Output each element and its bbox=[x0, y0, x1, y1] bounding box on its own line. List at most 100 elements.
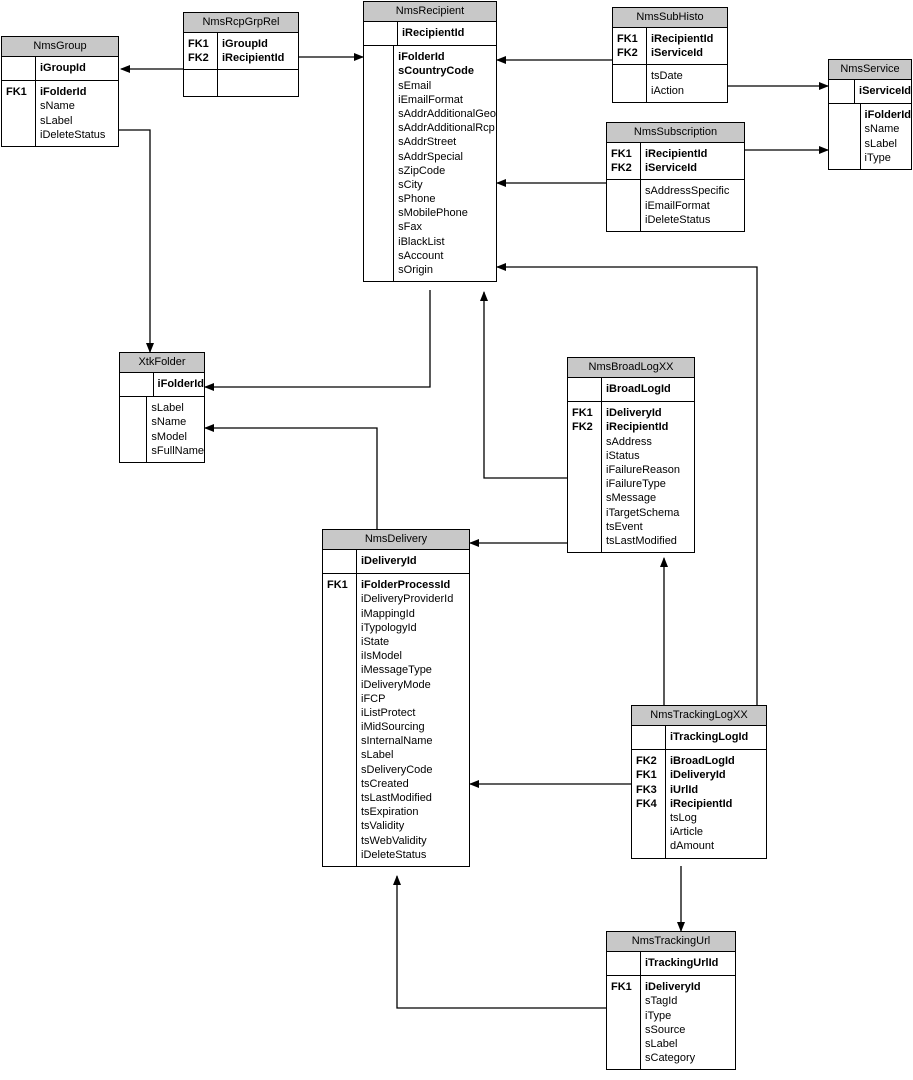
field-name: sFullName bbox=[151, 444, 204, 457]
field-name: sInternalName bbox=[361, 735, 433, 748]
edge-group-to-folder bbox=[118, 129, 154, 353]
field-name: iFolderProcessId bbox=[361, 579, 451, 592]
edge-trackinglog-to-recipient bbox=[496, 263, 758, 705]
field-name: sName bbox=[151, 416, 187, 429]
field-name: iRecipientId bbox=[670, 797, 733, 810]
field-name: iGroupId bbox=[222, 38, 268, 50]
primary-key-field: iServiceId bbox=[859, 85, 911, 97]
field-name: iListProtect bbox=[361, 706, 416, 719]
field-name: sOrigin bbox=[398, 264, 433, 276]
table-title: NmsTrackingUrl bbox=[607, 932, 735, 952]
field-name: iDeleteStatus bbox=[40, 128, 106, 141]
field-name: iRecipientId bbox=[651, 33, 714, 45]
field-name: iBlackList bbox=[398, 235, 445, 248]
edge-broadlog-to-recipient bbox=[480, 291, 567, 479]
field-name: tsEvent bbox=[606, 520, 643, 533]
field-name: iMappingId bbox=[361, 607, 415, 620]
key-column bbox=[613, 65, 647, 102]
field-name: iDeliveryMode bbox=[361, 678, 431, 691]
primary-key-field: iRecipientId bbox=[402, 27, 465, 39]
field-name: iRecipientId bbox=[645, 148, 708, 160]
field-name: dAmount bbox=[670, 840, 715, 853]
field-column: iBroadLogId bbox=[602, 378, 694, 401]
field-name: iRecipientId bbox=[222, 52, 285, 65]
field-name: sLabel bbox=[361, 749, 394, 762]
field-column: iServiceId bbox=[855, 80, 911, 103]
field-name: sCategory bbox=[645, 1052, 696, 1065]
field-name: iFolderId bbox=[40, 86, 87, 99]
foreign-key-label: FK1 bbox=[617, 33, 638, 45]
field-name: iType bbox=[864, 151, 891, 164]
field-name: sLabel bbox=[40, 114, 73, 127]
field-name: tsLastModified bbox=[606, 534, 677, 547]
primary-key-section: iTrackingUrlId bbox=[607, 952, 735, 977]
field-name: sAddrAdditionalRcp bbox=[398, 122, 495, 135]
field-column: iFolderId bbox=[154, 373, 204, 396]
field-name: iDeliveryId bbox=[606, 407, 662, 420]
key-column bbox=[120, 397, 148, 462]
table-title: NmsRecipient bbox=[364, 2, 496, 22]
field-name: sLabel bbox=[151, 402, 184, 415]
field-name: iFailureReason bbox=[606, 463, 680, 476]
field-name: tsValidity bbox=[361, 820, 405, 833]
field-name: sAddressSpecific bbox=[645, 185, 730, 198]
primary-key-section: iBroadLogId bbox=[568, 378, 694, 403]
field-name: iRecipientId bbox=[606, 421, 669, 434]
field-column: iRecipientId bbox=[398, 22, 496, 45]
key-column bbox=[829, 80, 856, 104]
field-name: tsLastModified bbox=[361, 792, 432, 804]
table-title: XtkFolder bbox=[120, 353, 204, 373]
field-name: tsWebValidity bbox=[361, 834, 427, 847]
foreign-key-label: FK2 bbox=[617, 47, 638, 60]
primary-key-field: iDeliveryId bbox=[361, 555, 417, 567]
key-column: FK1 bbox=[323, 574, 357, 866]
field-name: iType bbox=[645, 1009, 672, 1022]
field-name: iDeleteStatus bbox=[361, 848, 427, 861]
key-column bbox=[364, 46, 395, 282]
primary-key-field: iTrackingUrlId bbox=[645, 957, 719, 969]
field-name: sSource bbox=[645, 1023, 686, 1036]
field-name: sName bbox=[864, 123, 900, 136]
field-column: iTrackingUrlId bbox=[641, 952, 735, 975]
foreign-key-label: FK1 bbox=[6, 86, 27, 99]
field-column bbox=[218, 70, 298, 96]
field-column: iGroupId bbox=[36, 57, 118, 80]
field-name: iTargetSchema bbox=[606, 506, 680, 519]
primary-key-section: iFolderId bbox=[120, 373, 204, 398]
edge-recipient-to-folder bbox=[204, 290, 431, 391]
table-title: NmsBroadLogXX bbox=[568, 358, 694, 378]
foreign-key-label: FK2 bbox=[188, 52, 209, 65]
field-name: tsCreated bbox=[361, 777, 409, 790]
field-name: sAddrStreet bbox=[398, 136, 457, 149]
field-name: iBroadLogId bbox=[670, 755, 735, 768]
table-title: NmsSubHisto bbox=[613, 8, 727, 28]
foreign-key-label: FK3 bbox=[636, 783, 657, 796]
empty-section bbox=[184, 70, 298, 97]
edge-delivery-to-folder bbox=[204, 424, 378, 529]
field-name: iArticle bbox=[670, 826, 704, 839]
foreign-key-label: FK1 bbox=[572, 407, 593, 420]
field-name: iFCP bbox=[361, 692, 386, 705]
field-name: sTagId bbox=[645, 995, 678, 1008]
field-name: sModel bbox=[151, 430, 187, 443]
field-name: iAction bbox=[651, 84, 685, 97]
field-name: iFolderId bbox=[398, 51, 445, 64]
field-name: iDeliveryId bbox=[670, 769, 726, 782]
primary-key-section: iRecipientId bbox=[364, 22, 496, 47]
key-column bbox=[2, 57, 36, 81]
foreign-key-label: FK2 bbox=[636, 755, 657, 768]
foreign-key-label: FK2 bbox=[572, 421, 593, 434]
